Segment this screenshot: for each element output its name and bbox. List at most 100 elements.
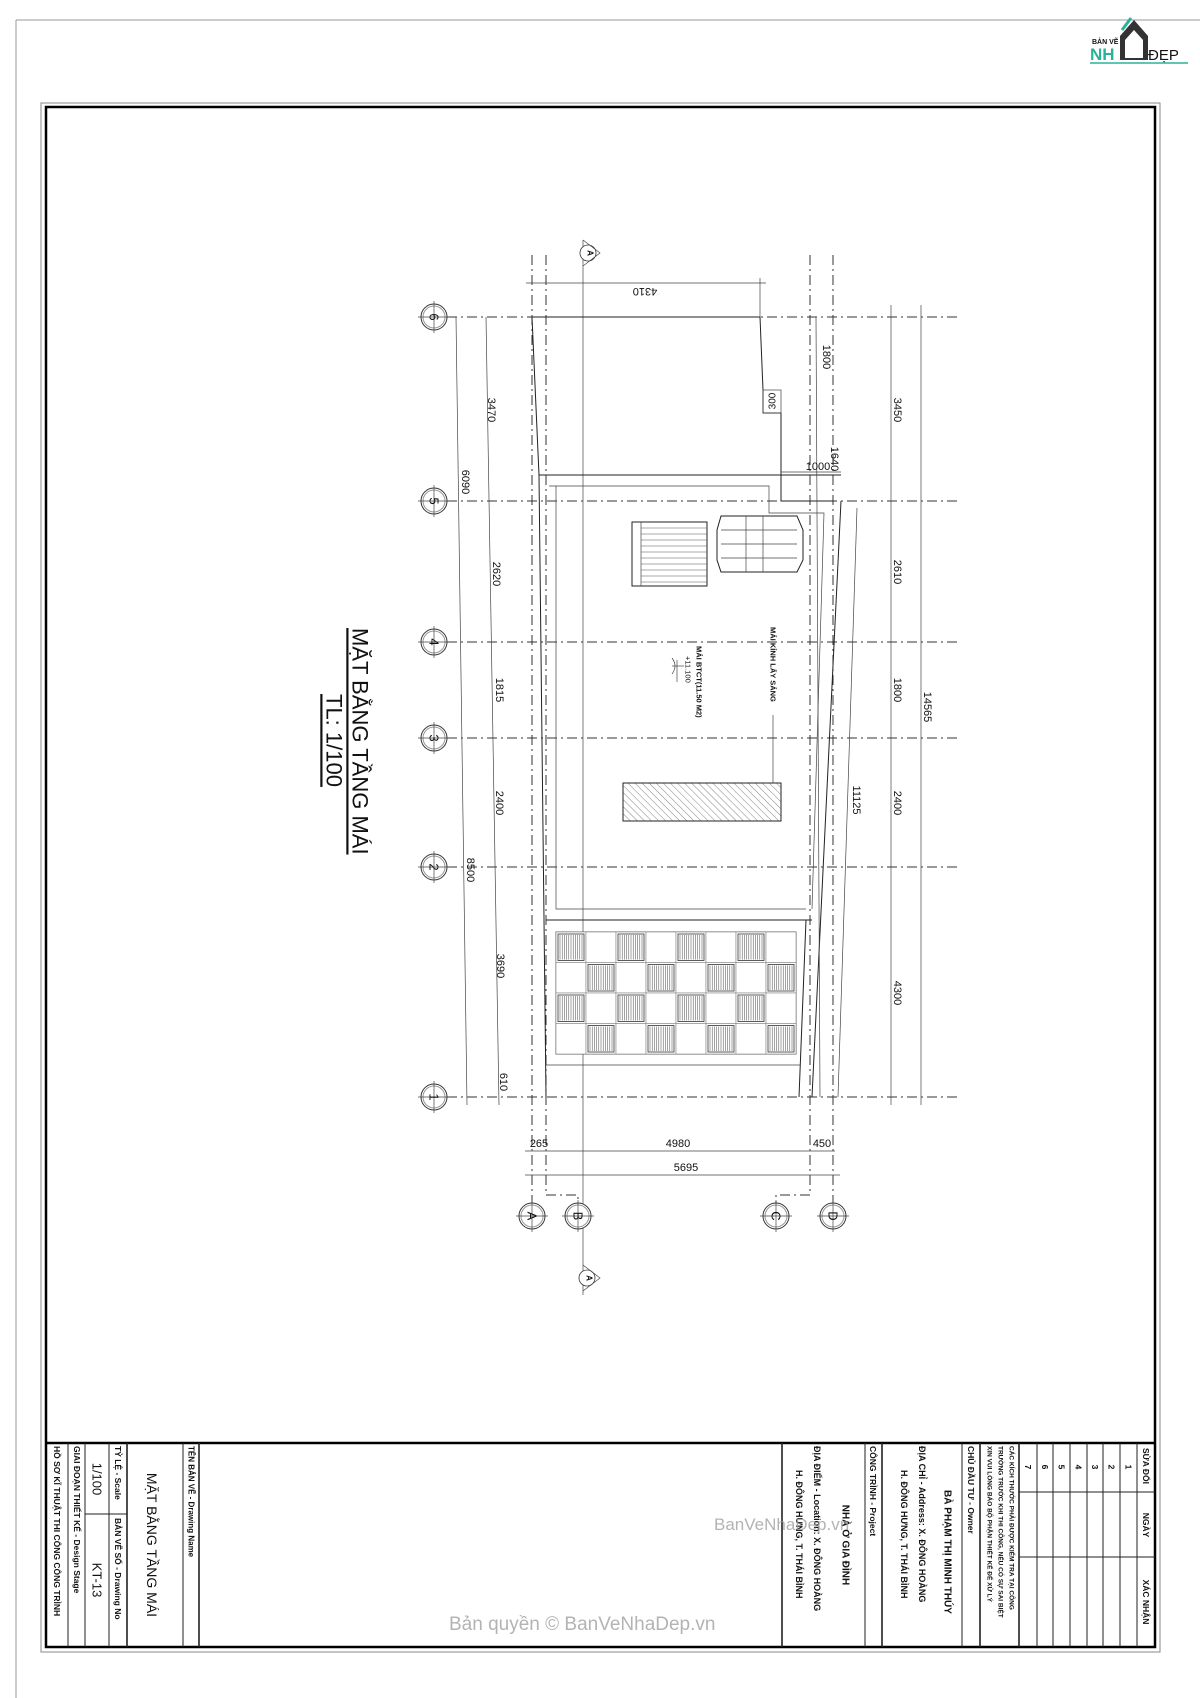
grid-bubble-6: 6: [418, 301, 450, 333]
checker-cell: [645, 962, 677, 994]
dim-text: 1800: [820, 345, 832, 369]
dim-text: 2610: [891, 560, 903, 584]
checker-cell: [765, 931, 797, 963]
upper-left-edge: [531, 316, 540, 476]
dim-text: 610: [497, 1073, 509, 1091]
grid-label: A: [525, 1212, 540, 1221]
dim-text: 4310: [633, 285, 657, 297]
logo-left-text: NH: [1090, 45, 1115, 64]
checker-cell: [735, 992, 767, 1024]
elevation-label: +11.100: [684, 656, 693, 683]
checker-cell: [615, 931, 647, 963]
dim-text: 300: [768, 392, 779, 409]
grid-line-c: [775, 255, 811, 1203]
site-logo: BẢN VẼ NH ĐẸP: [1090, 17, 1188, 64]
dim-text: 4300: [891, 981, 903, 1005]
grid-label: 1: [427, 1093, 442, 1100]
skylight-stripes: [641, 527, 707, 583]
section-letter: A: [585, 1275, 594, 1281]
plan-scale: TL: 1/100: [322, 694, 347, 787]
dim-text: 2620: [490, 562, 502, 586]
logo-small-text: BẢN VẼ: [1092, 37, 1119, 46]
dim-text: 3450: [891, 398, 903, 422]
checker-cell: [675, 931, 707, 963]
upper-roof-outline: [532, 316, 782, 475]
grid-bubble-c: C: [760, 1200, 792, 1232]
notch-300: [762, 389, 782, 414]
drawing-name-label: TÊN BẢN VẼ - Drawing Name: [187, 1446, 196, 1558]
checker-cell: [555, 992, 587, 1024]
checker-cell: [645, 1023, 677, 1055]
dim-text: 4980: [666, 1138, 690, 1150]
skylight-frame: [631, 521, 708, 587]
owner-address-1: ĐỊA CHỈ - Address: X. ĐÔNG HOÀNG: [917, 1446, 928, 1602]
lower-frame-right: [798, 919, 807, 1098]
skylight-glass: [716, 515, 804, 573]
section-letter: A: [586, 250, 595, 256]
grid-label: 5: [427, 497, 442, 504]
revision-header-confirm: XÁC NHẬN: [1141, 1580, 1152, 1625]
building-outline: [531, 316, 842, 1098]
outer-border: [40, 102, 1161, 1653]
dim-text: 6090: [459, 470, 471, 494]
grid-row-bubbles: 6 5 4 3 2 1: [418, 301, 450, 1113]
checker-cell: [675, 962, 707, 994]
dossier-label: HỒ SƠ KĨ THUẬT THI CÔNG CÔNG TRÌNH: [52, 1446, 63, 1616]
drawing-name: MẶT BẰNG TẦNG MÁI: [144, 1473, 161, 1617]
checker-cell: [555, 962, 587, 994]
revision-number: 6: [1040, 1465, 1050, 1470]
checker-cell: [735, 931, 767, 963]
grid-label: 4: [427, 638, 442, 645]
checker-cell: [735, 1023, 767, 1055]
checker-cell: [765, 1023, 797, 1055]
drawing-number: KT-13: [90, 1563, 105, 1598]
grid-column-lines: [531, 240, 834, 1295]
title-block: HỒ SƠ KĨ THUẬT THI CÔNG CÔNG TRÌNH GIAI …: [46, 1441, 1155, 1647]
roof-label: MÁI BTCT(11.50 M2): [695, 646, 704, 718]
owner-address-2: H. ĐÔNG HƯNG, T. THÁI BÌNH: [899, 1470, 910, 1598]
checker-cell: [555, 931, 587, 963]
grid-bubble-d: D: [817, 1200, 849, 1232]
dim-text: 5695: [674, 1162, 698, 1174]
grid-bubble-2: 2: [418, 851, 450, 883]
checker-cell: [675, 992, 707, 1024]
grid-label: C: [769, 1211, 784, 1220]
scale-value: 1/100: [90, 1463, 105, 1496]
skylight-label: MÁI KÍNH LẤY SÁNG: [769, 627, 779, 702]
note-line: CÁC KÍCH THƯỚC PHẢI ĐƯỢC KIỂM TRA TẠI CÔ…: [1008, 1446, 1017, 1610]
dimension-texts: 4310 6090 8500 3470 2620 1815 2400 3690 …: [459, 285, 933, 1174]
revision-header-no: SỬA ĐỔI: [1141, 1448, 1152, 1484]
dim-text: 3470: [485, 398, 497, 422]
checker-cell: [675, 1023, 707, 1055]
dim-text: 1800: [891, 678, 903, 702]
checker-cell: [585, 962, 617, 994]
checker-cell: [765, 992, 797, 1024]
watermark: Bản quyền © BanVeNhaDep.vn: [449, 1614, 715, 1635]
project-label: CÔNG TRÌNH - Project: [868, 1446, 879, 1536]
revision-number: 7: [1023, 1465, 1033, 1470]
grid-label: 3: [427, 734, 442, 741]
dim-text: 1640: [828, 447, 840, 471]
grid-label: 6: [427, 313, 442, 320]
note-line: XIN VUI LÒNG BÁO BỘ PHẬN THIẾT KẾ ĐỂ XỬ …: [986, 1446, 996, 1603]
checker-cell: [705, 962, 737, 994]
section-marker-bottom: A: [578, 1264, 601, 1292]
grid-line-b: [545, 255, 579, 1203]
note-line: TRƯỜNG TRƯỚC KHI THI CÔNG, NẾU CÓ SỰ SAI…: [997, 1446, 1007, 1618]
checker-cell: [645, 931, 677, 963]
checker-cell: [585, 931, 617, 963]
location-line-2: H. ĐÔNG HƯNG, T. THÁI BÌNH: [794, 1470, 805, 1598]
dim-text: 11125: [850, 786, 862, 815]
grid-bubble-3: 3: [418, 722, 450, 754]
inner-border: [44, 105, 1157, 1649]
checker-cell: [615, 1023, 647, 1055]
logo-right-text: ĐẸP: [1148, 47, 1179, 64]
revision-number: 1: [1124, 1465, 1134, 1470]
notch-edge: [780, 475, 833, 502]
checker-cell: [585, 992, 617, 1024]
parapet-outline: [549, 485, 825, 910]
house-icon: [1120, 20, 1148, 60]
revision-number: 3: [1090, 1465, 1100, 1470]
location-line-1: ĐỊA ĐIỂM - Location: X. ĐÔNG HOÀNG: [812, 1446, 823, 1611]
